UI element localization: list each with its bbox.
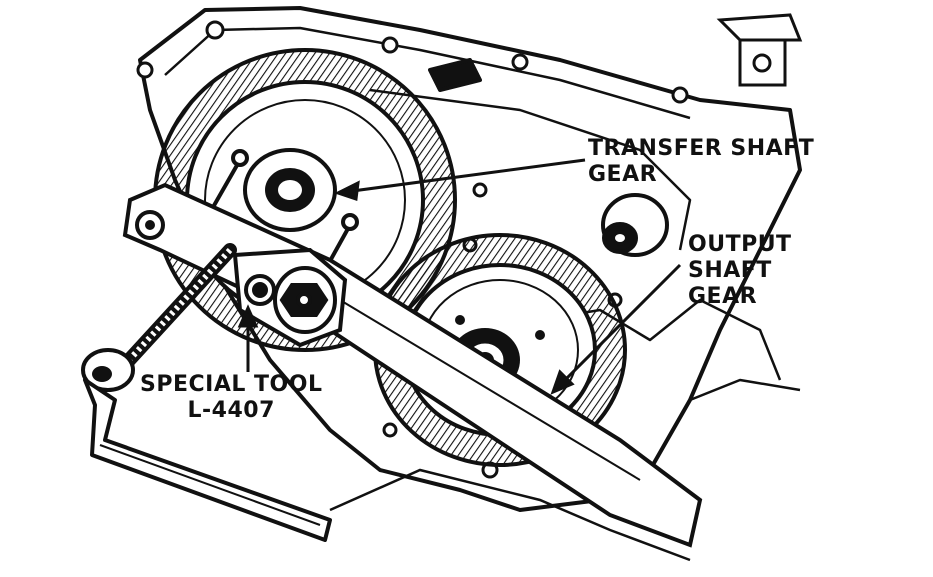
transfer-shaft-gear-label: TRANSFER SHAFT GEAR: [588, 136, 814, 188]
output-bushing: [601, 193, 669, 257]
leader-lines: [237, 158, 682, 395]
output-shaft-gear-label-line3: GEAR: [688, 284, 758, 309]
special-tool-pivot: [232, 247, 348, 348]
special-tool-handle: [83, 378, 332, 542]
special-tool-label-line1: SPECIAL TOOL: [140, 372, 323, 397]
arrowhead-special-tool: [237, 304, 259, 328]
leader-output-shaft-gear: [558, 263, 682, 387]
special-tool-label-line2: L-4407: [187, 398, 275, 423]
base-contour: [329, 468, 691, 562]
output-shaft-gear-label-line1: OUTPUT: [688, 232, 792, 257]
leader-transfer-shaft-gear: [344, 158, 586, 194]
output-shaft-gear-label: OUTPUT SHAFT GEAR: [688, 232, 792, 310]
arrowhead-transfer-shaft-gear: [334, 180, 360, 202]
transfer-shaft-gear-label-line1: TRANSFER SHAFT: [588, 136, 815, 161]
corner-bracket: [716, 13, 803, 87]
special-tool-label: SPECIAL TOOL L-4407: [140, 372, 322, 424]
output-shaft-gear-label-line2: SHAFT: [688, 258, 772, 283]
special-tool-screw: [81, 243, 237, 392]
transfer-shaft-gear-label-line2: GEAR: [588, 162, 658, 187]
housing-bolts: [136, 20, 689, 479]
arrowhead-output-shaft-gear: [550, 369, 575, 395]
